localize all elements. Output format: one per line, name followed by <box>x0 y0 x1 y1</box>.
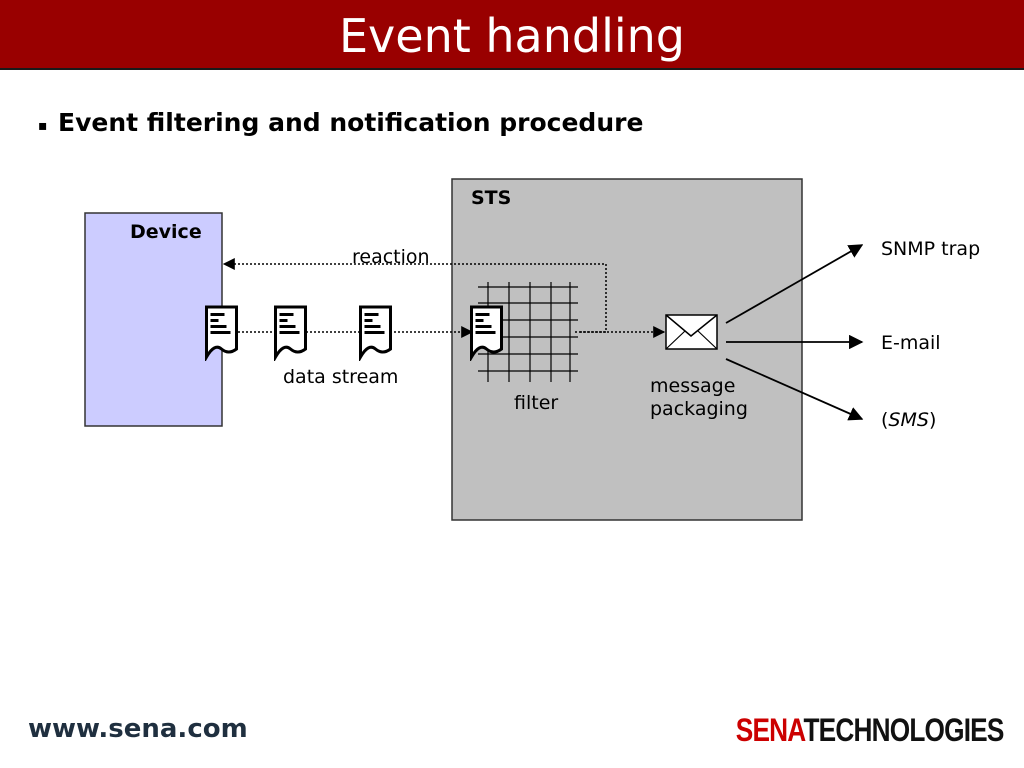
slide-subtitle: Event filtering and notification procedu… <box>58 108 644 137</box>
document-icon <box>358 305 393 359</box>
document-icon <box>273 305 308 359</box>
message-label-line2: packaging <box>650 398 748 420</box>
email-label: E-mail <box>881 332 941 354</box>
filter-label: filter <box>514 392 558 414</box>
device-box <box>84 212 223 427</box>
slide-title: Event handling <box>338 9 685 63</box>
sms-arrow <box>725 358 864 421</box>
sms-label: (SMS) <box>881 409 936 431</box>
reaction-label: reaction <box>352 246 430 268</box>
device-label: Device <box>130 221 202 243</box>
data-stream-label: data stream <box>283 366 398 388</box>
message-label-line1: message <box>650 375 735 397</box>
envelope-icon <box>665 314 718 350</box>
document-icon <box>204 305 239 359</box>
title-bar: Event handling <box>0 0 1024 70</box>
snmp-arrow <box>725 244 864 324</box>
sts-label: STS <box>471 187 511 209</box>
document-icon <box>469 305 504 359</box>
footer-url-link[interactable]: www.sena.com <box>28 714 248 744</box>
bullet-icon: ▪ <box>38 118 48 134</box>
sena-logo: SENATECHNOLOGIES <box>736 712 1005 748</box>
sts-box <box>451 178 803 521</box>
snmp-trap-label: SNMP trap <box>881 238 980 260</box>
